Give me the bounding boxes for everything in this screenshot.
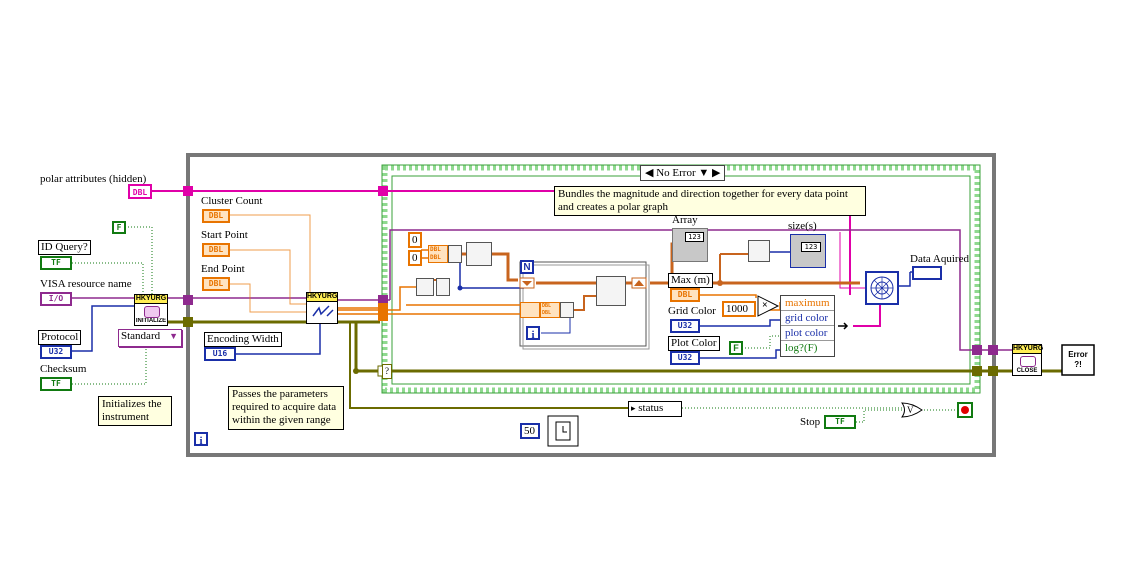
bundle-output (834, 295, 853, 357)
hkyurg-initialize-icon[interactable]: HKYURG INITIALIZE (134, 294, 168, 326)
false-constant[interactable]: F (112, 221, 126, 234)
zero-constant-1[interactable]: 0 (408, 232, 422, 248)
grid-color-terminal[interactable]: U32 (670, 319, 700, 333)
stop-terminal[interactable]: TF (824, 415, 856, 429)
plot-color-terminal[interactable]: U32 (670, 351, 700, 365)
unbundle-status[interactable]: ▸ status (628, 401, 682, 417)
chevron-down-icon: ▼ (169, 331, 178, 341)
while-iteration-terminal: i (194, 432, 208, 447)
visa-resource-label: VISA resource name (40, 278, 132, 290)
array-label: Array (672, 214, 698, 226)
multiply-label: × (762, 300, 768, 311)
grid-color-label: Grid Color (668, 305, 716, 317)
polar-attributes-terminal[interactable]: DBL (128, 184, 152, 199)
data-aquired-label: Data Aquired (910, 253, 969, 265)
encoding-width-terminal[interactable]: U16 (204, 347, 236, 361)
zero-constant-2[interactable]: 0 (408, 250, 422, 266)
case-selector-terminal: ? (382, 364, 392, 379)
bundle-field-log: log?(F) (785, 342, 818, 354)
array-indicator[interactable]: 123 (672, 228, 708, 262)
bundle-field-plot-color: plot color (781, 326, 851, 341)
visa-resource-terminal[interactable]: I/O (40, 292, 72, 306)
thousand-constant[interactable]: 1000 (722, 301, 756, 317)
bundle-point-node[interactable] (560, 302, 574, 318)
array-size-node[interactable] (436, 278, 450, 296)
array-size-node-2[interactable] (748, 240, 770, 262)
for-loop-iteration-terminal: i (526, 326, 540, 341)
multiply-node (757, 295, 780, 317)
max-m-terminal[interactable]: DBL (670, 288, 700, 302)
checksum-label: Checksum (40, 363, 87, 375)
replace-array-subset-node[interactable] (596, 276, 626, 306)
standard-ring[interactable]: Standard ▼ (118, 329, 182, 347)
bundle-node[interactable] (448, 245, 462, 263)
build-cluster-array-node[interactable] (466, 242, 492, 266)
wait-ms-icon[interactable] (548, 416, 578, 446)
hkyurg-close-icon[interactable]: HKYURG CLOSE (1012, 344, 1044, 376)
loop-condition-stop[interactable] (958, 403, 972, 417)
size-indicator[interactable]: 123 (790, 234, 826, 268)
hkyurg-configure-icon[interactable]: HKYURG (306, 292, 338, 324)
for-loop-count-terminal: N (520, 260, 534, 274)
case-prev-arrow: ◀ (645, 167, 654, 179)
polar-attributes-label: polar attributes (hidden) (40, 173, 147, 185)
case-selector[interactable]: ◀ No Error ▼ ▶ (640, 165, 726, 181)
stop-sign-icon (961, 406, 969, 414)
start-point-label: Start Point (201, 229, 248, 241)
error-handler-icon[interactable]: Error ?! (1068, 350, 1088, 369)
or-gate-label: V (907, 405, 914, 415)
id-query-terminal[interactable]: TF (40, 256, 72, 270)
end-point-terminal[interactable]: DBL (202, 277, 230, 291)
initializes-comment: Initializes the instrument (98, 396, 172, 426)
start-point-terminal[interactable]: DBL (202, 243, 230, 257)
encoding-width-label: Encoding Width (204, 332, 282, 347)
plot-color-label: Plot Color (668, 336, 720, 351)
protocol-label: Protocol (38, 330, 82, 345)
id-query-label: ID Query? (38, 240, 91, 255)
false-constant-log[interactable]: F (729, 341, 743, 355)
chevron-down-icon: ▼ (698, 167, 710, 179)
end-point-label: End Point (201, 263, 245, 275)
wait-ms-constant[interactable]: 50 (520, 423, 540, 439)
protocol-terminal[interactable]: U32 (40, 345, 72, 359)
checksum-terminal[interactable]: TF (40, 377, 72, 391)
or-gate-node (901, 402, 923, 418)
passes-comment: Passes the parameters required to acquir… (228, 386, 344, 430)
bundle-field-grid-color: grid color (781, 311, 851, 326)
size-label: size(s) (788, 220, 817, 232)
bundle-field-maximum: maximum (781, 296, 851, 311)
array-init-node[interactable] (416, 278, 434, 296)
cluster-count-terminal[interactable]: DBL (202, 209, 230, 223)
case-next-arrow: ▶ (712, 167, 721, 179)
data-aquired-terminal[interactable] (912, 266, 942, 280)
bundles-comment: Bundles the magnitude and direction toge… (554, 186, 866, 216)
index-node[interactable] (520, 302, 540, 318)
max-m-label: Max (m) (668, 273, 713, 288)
cluster-count-label: Cluster Count (201, 195, 263, 207)
stop-label: Stop (800, 416, 821, 428)
polar-plot-icon[interactable] (866, 272, 898, 304)
